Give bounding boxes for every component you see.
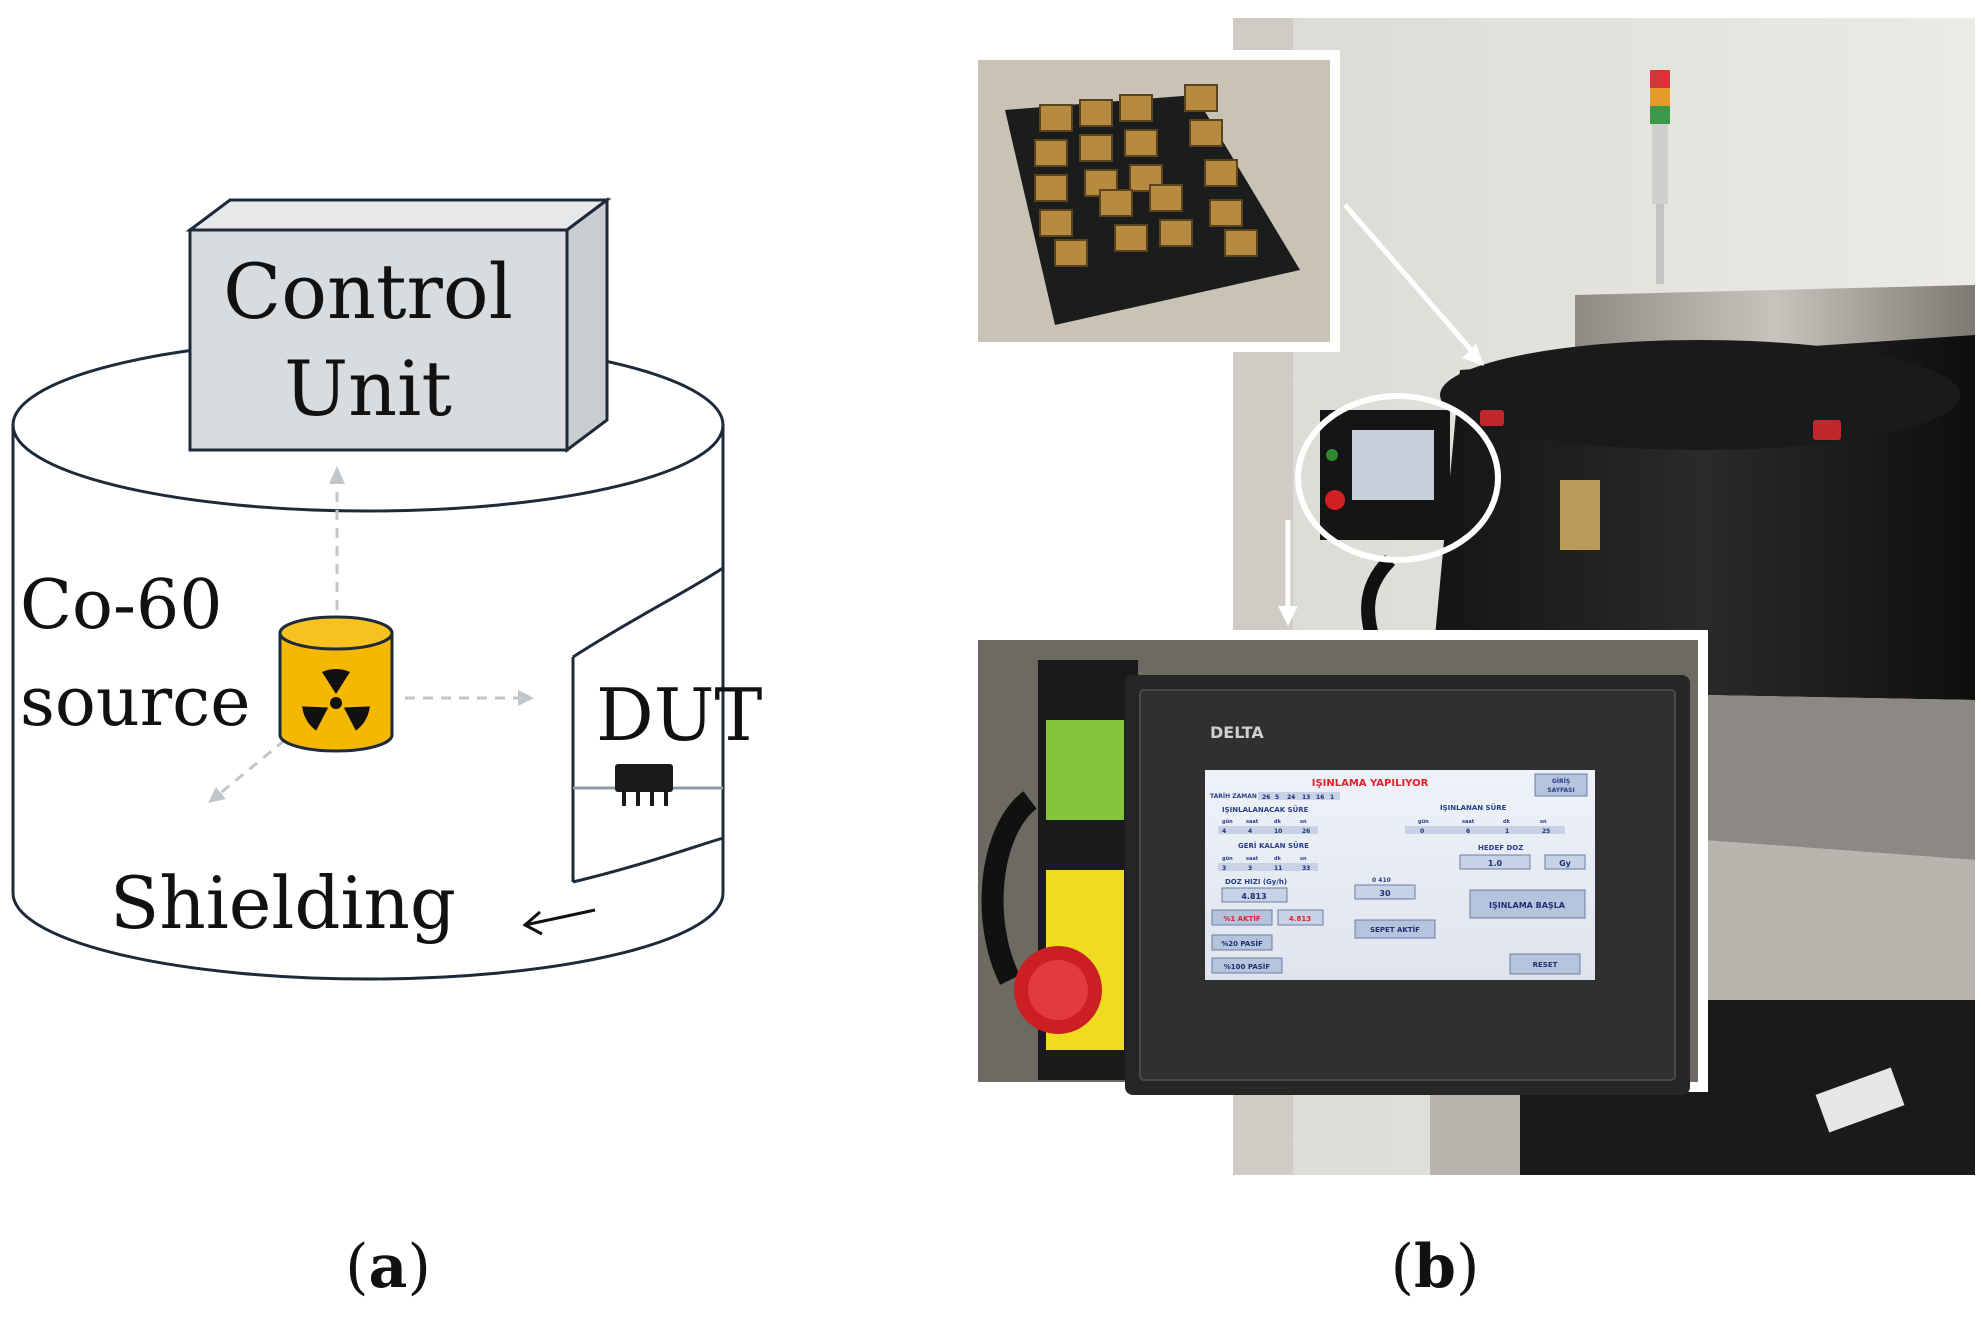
hmi-values-row2: 3 3 11 33: [1218, 863, 1318, 872]
control-box-photo: [1320, 410, 1450, 540]
hmi-tarih-values: 26 5 24 13 16 1: [1258, 792, 1340, 801]
signal-tower-light: [1650, 70, 1670, 284]
svg-text:33: 33: [1302, 865, 1310, 872]
svg-text:dk: dk: [1503, 819, 1511, 825]
hmi-hedef-value: 1.0: [1488, 859, 1503, 868]
svg-text:sn: sn: [1300, 819, 1307, 825]
svg-text:11: 11: [1274, 865, 1282, 872]
hmi-aktif1-button[interactable]: [1211, 909, 1273, 926]
hmi-hedef-unit: Gy: [1559, 859, 1572, 868]
svg-text:saat: saat: [1246, 856, 1259, 862]
hmi-hedef-field[interactable]: [1459, 854, 1531, 870]
hmi-geri-label: GERİ KALAN SÜRE: [1238, 841, 1309, 850]
svg-text:1: 1: [1505, 828, 1509, 835]
callout-lines: [1285, 203, 1480, 612]
svg-text:6: 6: [1466, 828, 1470, 835]
svg-text:gün: gün: [1222, 819, 1233, 825]
svg-text:4: 4: [1222, 828, 1226, 835]
svg-text:dk: dk: [1274, 856, 1282, 862]
radiation-trefoil-icon: [302, 668, 370, 731]
hmi-giris-label2: SAYFASI: [1547, 787, 1574, 794]
hmi-isinlanan-label: IŞINLANAN SÜRE: [1440, 803, 1507, 812]
svg-text:sn: sn: [1540, 819, 1547, 825]
dut-label: DUT: [596, 673, 762, 757]
dip-chip-icon: [615, 764, 673, 806]
svg-text:26: 26: [1302, 828, 1310, 835]
svg-text:1: 1: [1330, 794, 1334, 801]
callout-arrowheads: [1278, 344, 1484, 626]
hmi-small-label: 0 410: [1372, 877, 1391, 884]
control-unit-label-line2: Unit: [284, 344, 452, 433]
hmi-reset-label: RESET: [1533, 961, 1558, 969]
caption-a-letter: a: [368, 1232, 408, 1302]
svg-text:24: 24: [1287, 794, 1295, 801]
source-label-line2: source: [20, 663, 250, 742]
dut-door: [571, 566, 724, 884]
hmi-pasif100-label: %100 PASİF: [1224, 962, 1271, 971]
arrow-heads: [208, 466, 534, 803]
hmi-pasif100-button[interactable]: [1211, 957, 1283, 974]
svg-text:gün: gün: [1222, 856, 1233, 862]
control-unit-label-line1: Control: [223, 247, 513, 336]
hmi-hedef-unit-box: [1544, 854, 1586, 870]
hmi-tarih-label: TARİH ZAMAN: [1210, 793, 1257, 800]
caption-a: (a): [345, 1232, 431, 1302]
caption-b: (b): [1390, 1232, 1480, 1302]
hmi-hedef-label: HEDEF DOZ: [1478, 844, 1523, 852]
source-label-line1: Co-60: [20, 566, 222, 645]
svg-text:3: 3: [1222, 865, 1226, 872]
hmi-header: IŞINLAMA YAPILIYOR: [1312, 778, 1429, 789]
shielding-arrow: [522, 908, 596, 936]
hmi-screen-content: IŞINLAMA YAPILIYOR GİRİŞ SAYFASI TARİH Z…: [1210, 773, 1588, 975]
hmi-values-row1: 4 4 10 26 0 6 1 25: [1218, 826, 1565, 835]
svg-text:3: 3: [1248, 865, 1252, 872]
control-box-highlight-circle: [1295, 393, 1501, 563]
hmi-giris-button[interactable]: [1534, 773, 1588, 797]
svg-text:25: 25: [1542, 828, 1550, 835]
svg-text:26: 26: [1262, 794, 1270, 801]
svg-text:13: 13: [1302, 794, 1310, 801]
hmi-units-row1: gün saat dk sn gün saat dk sn: [1222, 819, 1547, 825]
hmi-doz-field: [1221, 887, 1288, 903]
svg-text:0: 0: [1420, 828, 1424, 835]
hmi-brand-logo: DELTA: [1210, 723, 1264, 742]
control-unit-box: [185, 197, 612, 453]
hmi-isinlama-basla-label: IŞINLAMA BAŞLA: [1489, 901, 1566, 910]
svg-text:gün: gün: [1418, 819, 1429, 825]
hmi-aktif1-label: %1 AKTİF: [1223, 914, 1261, 923]
hmi-doz-label: DOZ HIZI (Gy/h): [1225, 878, 1287, 886]
red-indicator-knobs: [1480, 410, 1841, 440]
caption-b-letter: b: [1414, 1232, 1456, 1302]
hmi-aktif1-value: 4.813: [1289, 915, 1311, 923]
schematic-diagram: Control Unit Co-60 source DUT: [11, 197, 762, 981]
hmi-isinlanacak-label: IŞINLALANACAK SÜRE: [1222, 805, 1309, 814]
hmi-units-row2: gün saat dk sn: [1222, 856, 1307, 862]
hmi-pasif20-button[interactable]: [1211, 934, 1273, 951]
svg-text:10: 10: [1274, 828, 1282, 835]
hmi-sepet-button[interactable]: [1354, 919, 1436, 939]
hmi-small-value: 30: [1379, 889, 1391, 898]
hmi-doz-value: 4.813: [1241, 892, 1266, 901]
svg-text:dk: dk: [1274, 819, 1282, 825]
hmi-small-field: [1354, 884, 1416, 900]
svg-text:4: 4: [1248, 828, 1252, 835]
hmi-sepet-label: SEPET AKTİF: [1370, 925, 1420, 934]
svg-text:saat: saat: [1246, 819, 1259, 825]
hmi-giris-label: GİRİŞ: [1552, 778, 1570, 785]
radiation-arrows: [217, 478, 520, 797]
svg-text:saat: saat: [1462, 819, 1475, 825]
inset-dut-chips: [968, 50, 1340, 352]
hmi-aktif1-field: [1277, 909, 1324, 926]
hmi-isinlama-basla-button[interactable]: [1469, 889, 1586, 919]
svg-text:5: 5: [1275, 794, 1279, 801]
hmi-pasif20-label: %20 PASİF: [1221, 939, 1263, 948]
svg-text:sn: sn: [1300, 856, 1307, 862]
hmi-reset-button[interactable]: [1509, 953, 1581, 975]
shielding-label: Shielding: [110, 861, 456, 945]
svg-text:16: 16: [1316, 794, 1324, 801]
